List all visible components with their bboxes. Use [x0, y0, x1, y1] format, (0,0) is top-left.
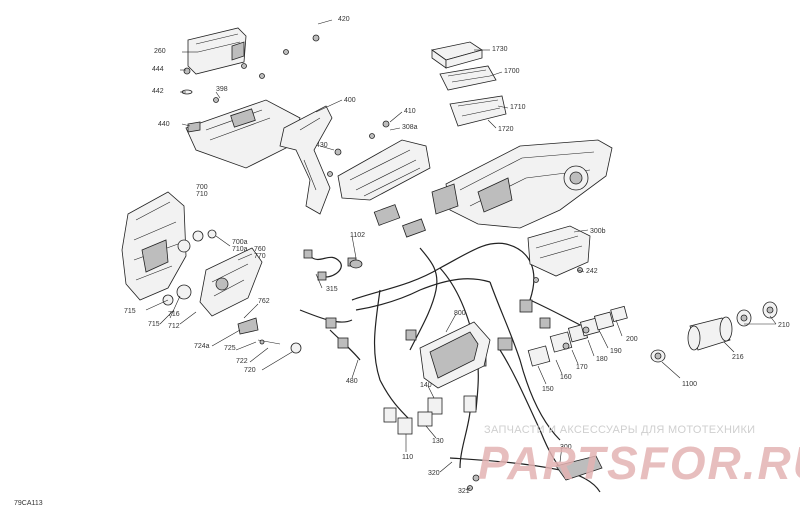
callout-1710: 1710 — [510, 104, 526, 111]
fasteners-444-442 — [181, 34, 320, 103]
part-cover-260 — [187, 27, 247, 75]
callout-130: 130 — [432, 438, 444, 445]
part-support-410 — [337, 120, 431, 201]
callout-1100: 1100 — [682, 381, 698, 388]
part-wire-315 — [303, 249, 357, 281]
callout-710a: 710a — [232, 246, 248, 253]
callout-300b: 300b — [590, 228, 606, 235]
callout-140: 140 — [420, 382, 432, 389]
callout-440: 440 — [158, 121, 170, 128]
callout-430: 430 — [316, 142, 328, 149]
callout-480: 480 — [346, 378, 358, 385]
part-switches-150-200 — [527, 305, 628, 367]
callout-700a: 700a — [232, 239, 248, 246]
callout-200: 200 — [626, 336, 638, 343]
callout-410: 410 — [404, 108, 416, 115]
callout-210: 210 — [778, 322, 790, 329]
callout-160: 160 — [560, 374, 572, 381]
part-headlight-700 — [121, 191, 217, 301]
callout-216: 216 — [732, 354, 744, 361]
part-harness-300 — [449, 455, 603, 493]
callout-762: 762 — [258, 298, 270, 305]
callout-320: 320 — [428, 470, 440, 477]
diagram-code: 79CA113 — [14, 500, 43, 507]
callout-321: 321 — [458, 488, 470, 495]
watermark-brand: PARTSFOR.RU — [478, 437, 800, 489]
part-clip-430 — [327, 148, 342, 177]
callout-700: 700 — [196, 184, 208, 191]
callout-420: 420 — [338, 16, 350, 23]
part-connectors-110-140 — [383, 395, 477, 469]
part-gauge-frame — [431, 139, 613, 229]
part-socket-720 — [237, 317, 302, 354]
callout-724a: 724a — [194, 343, 210, 350]
callout-190: 190 — [610, 348, 622, 355]
callout-150: 150 — [542, 386, 554, 393]
callout-716: 716 — [168, 311, 180, 318]
callout-1700: 1700 — [504, 68, 520, 75]
callout-1720: 1720 — [498, 126, 514, 133]
part-display-800 — [419, 321, 491, 389]
callout-180: 180 — [596, 356, 608, 363]
callout-110: 110 — [402, 454, 414, 461]
part-bracket-400 — [279, 105, 333, 215]
part-connector-1100 — [650, 349, 666, 363]
part-bracket-300b — [527, 225, 591, 283]
callout-710: 710 — [196, 191, 208, 198]
callout-722: 722 — [236, 358, 248, 365]
callout-770: 770 — [254, 253, 266, 260]
callout-800: 800 — [454, 310, 466, 317]
callout-725: 725 — [224, 345, 236, 352]
callout-300: 300 — [560, 444, 572, 451]
watermark-tagline: ЗАПЧАСТИ И АКСЕССУАРЫ ДЛЯ МОТОТЕХНИКИ — [484, 424, 756, 436]
part-plug-1102 — [349, 259, 363, 269]
part-lamp-760 — [162, 247, 263, 317]
leader-lines — [145, 19, 777, 491]
callout-442: 442 — [152, 88, 164, 95]
callout-1730: 1730 — [492, 46, 508, 53]
callout-242: 242 — [586, 268, 598, 275]
callout-1102: 1102 — [350, 232, 366, 239]
callout-715-b: 715 — [148, 321, 160, 328]
callout-444: 444 — [152, 66, 164, 73]
callout-712: 712 — [168, 323, 180, 330]
callout-398: 398 — [216, 86, 228, 93]
part-module-1700 — [431, 41, 507, 127]
callout-715: 715 — [124, 308, 136, 315]
callout-170: 170 — [576, 364, 588, 371]
callout-400: 400 — [344, 97, 356, 104]
callout-760: 760 — [254, 246, 266, 253]
callout-315: 315 — [326, 286, 338, 293]
part-cylinder-216 — [687, 316, 733, 351]
part-sensor-210 — [736, 301, 778, 327]
callout-720: 720 — [244, 367, 256, 374]
callout-308a: 308a — [402, 124, 418, 131]
callout-260: 260 — [154, 48, 166, 55]
